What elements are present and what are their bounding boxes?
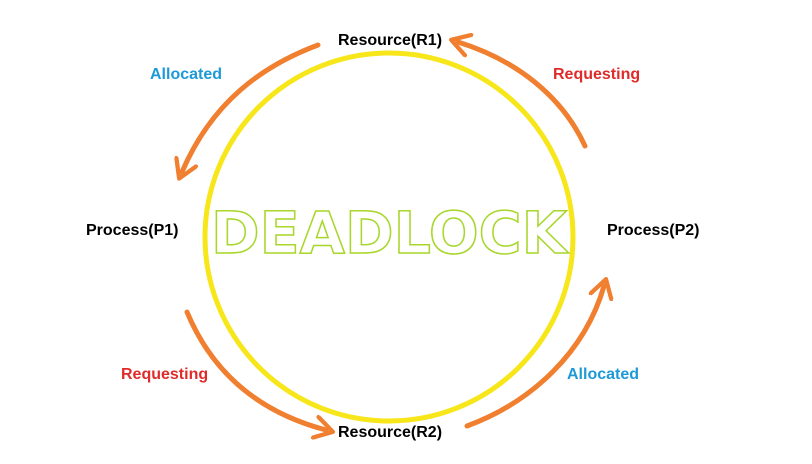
arrow-r1-to-p1 [182, 42, 321, 172]
arrow-p1-to-r2 [184, 309, 326, 430]
edge-label-p1-requesting-r2: Requesting [121, 366, 209, 383]
edge-label-r1-allocated-p1: Allocated [150, 66, 223, 83]
node-process-p2: Process(P2) [607, 222, 700, 239]
arrow-r2-to-p2 [464, 286, 604, 429]
node-resource-r2: Resource(R2) [338, 424, 443, 441]
deadlock-cycle-circle [202, 50, 576, 424]
node-process-p1: Process(P1) [86, 222, 179, 239]
diagram-title: DEADLOCK [211, 199, 569, 267]
edge-label-r2-allocated-p2: Allocated [567, 366, 640, 383]
arrow-p2-to-r1 [458, 42, 588, 149]
node-resource-r1: Resource(R1) [338, 32, 443, 49]
edge-label-p2-requesting-r1: Requesting [553, 66, 641, 83]
